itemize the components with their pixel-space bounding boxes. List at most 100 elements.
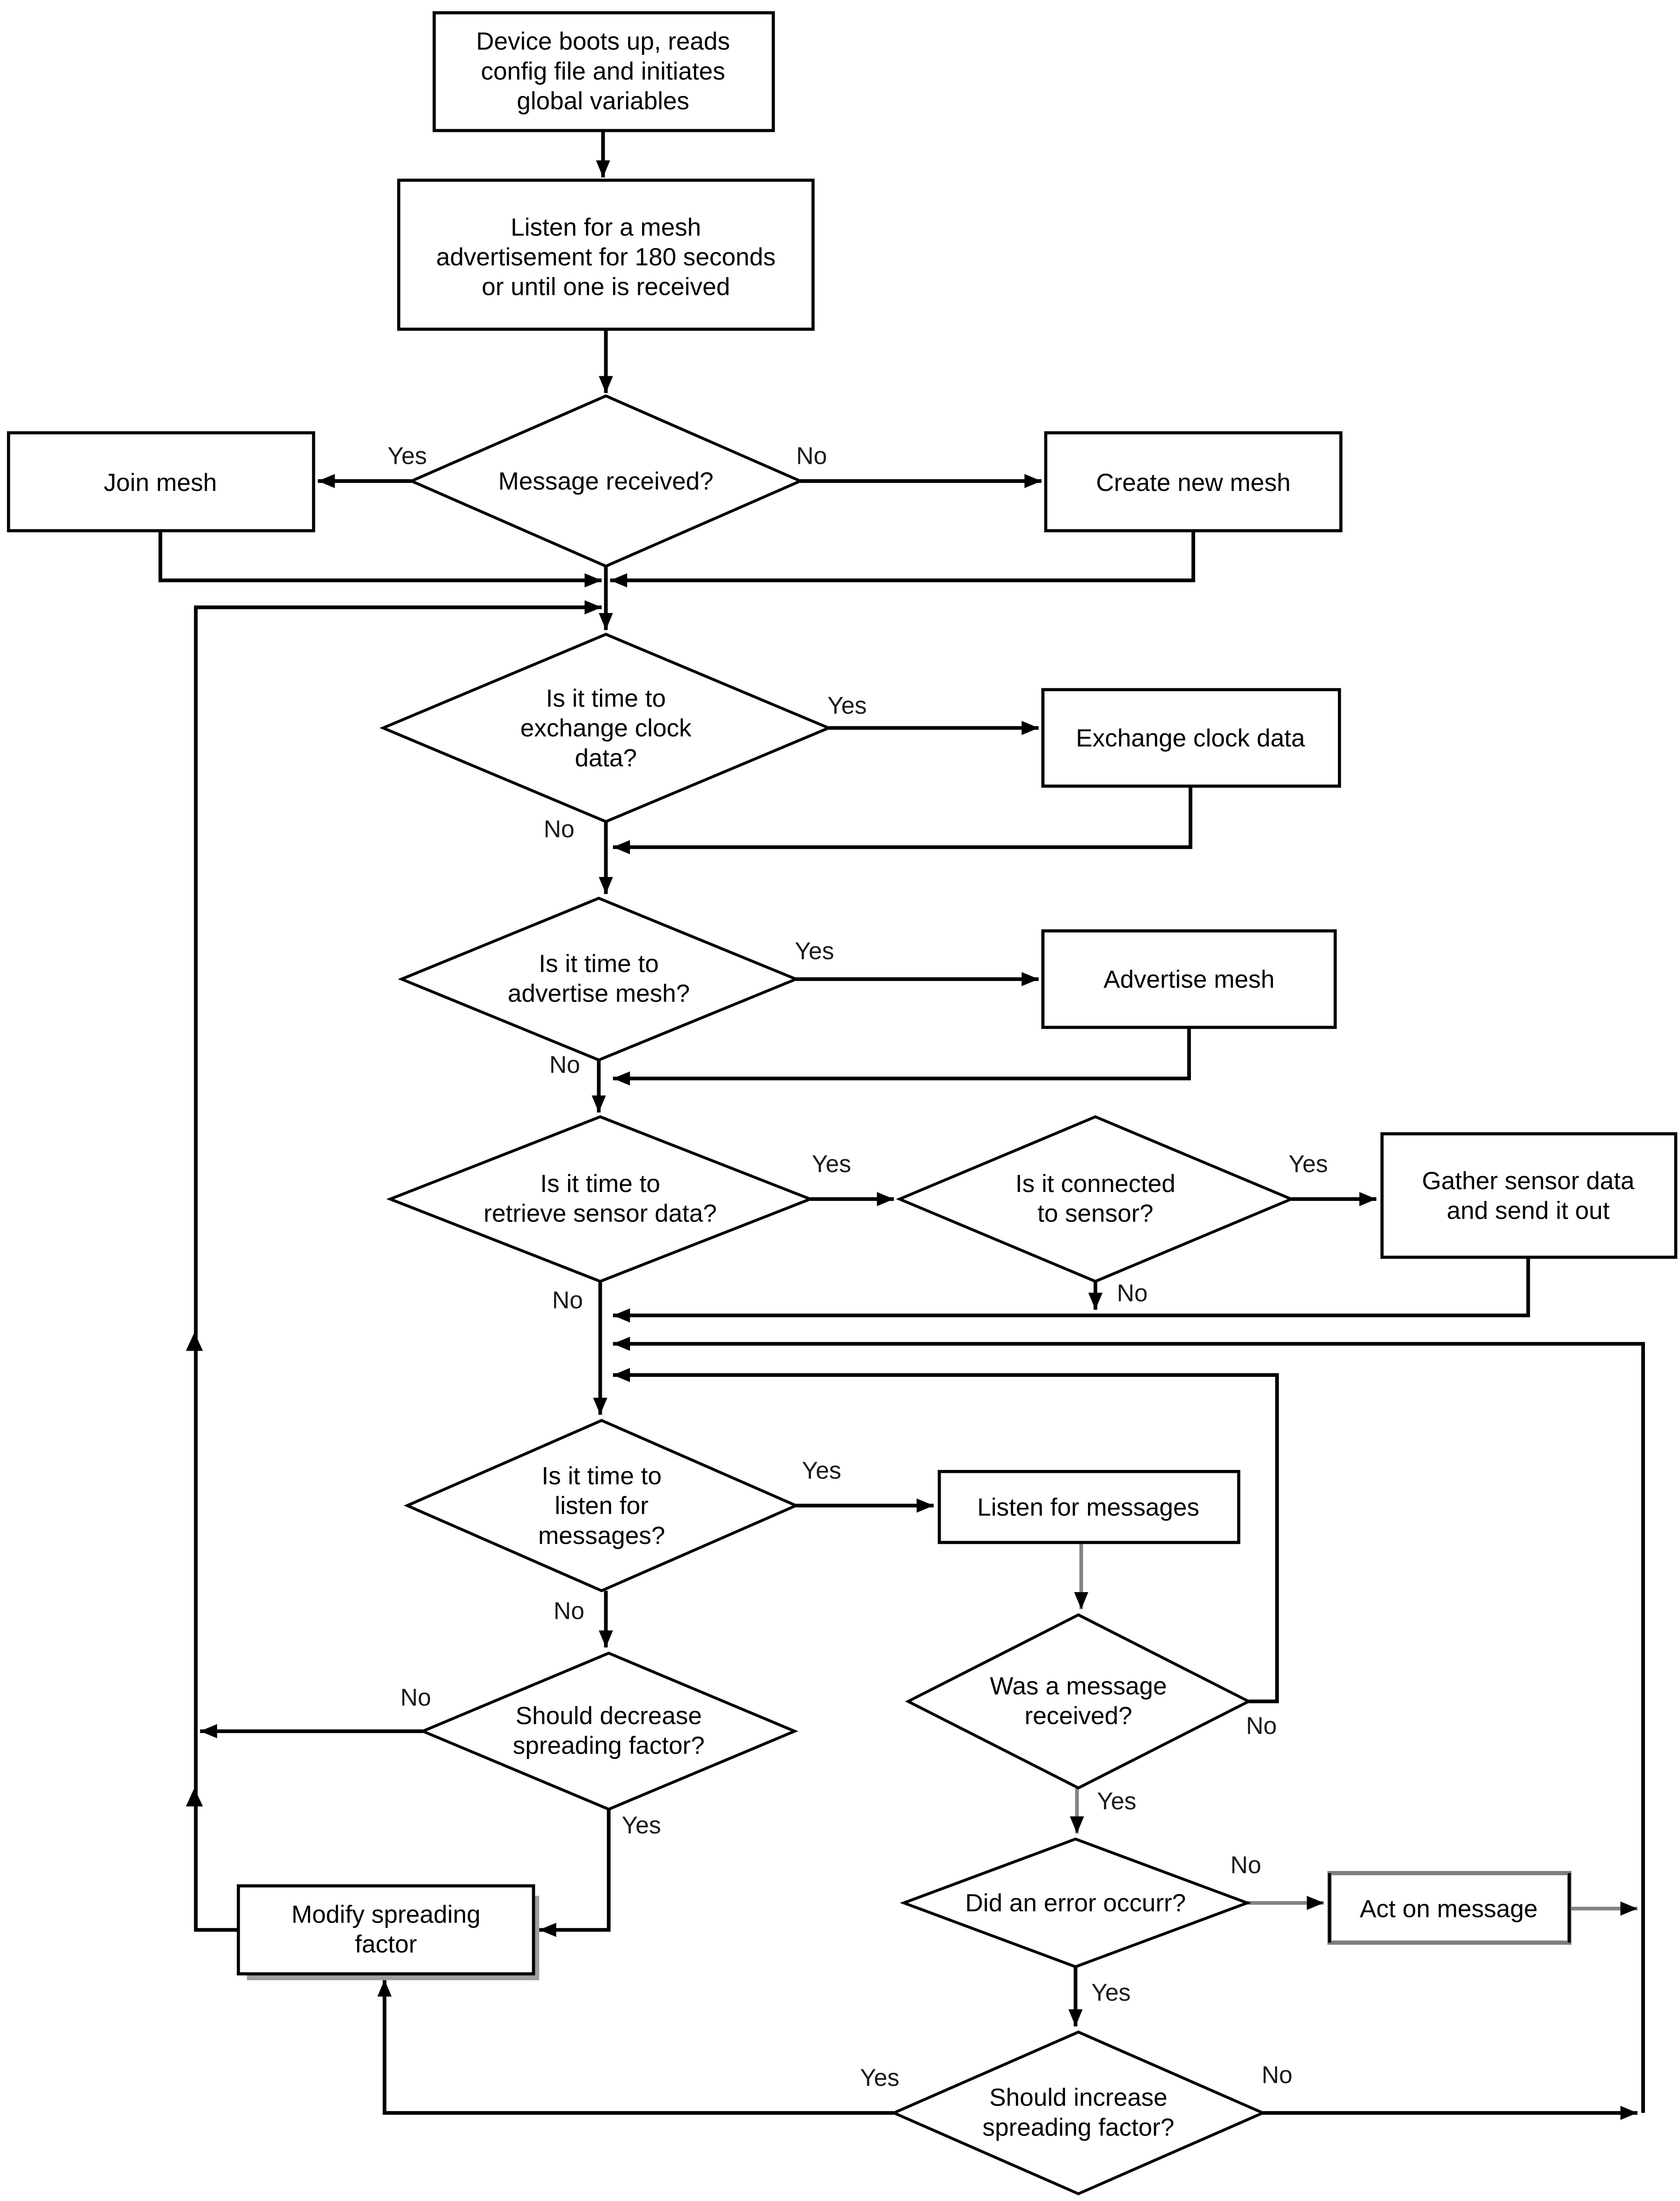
branch-label: Yes	[1289, 1150, 1328, 1177]
branch-label: Yes	[1097, 1787, 1136, 1814]
node-was-message-received-text: received?	[1024, 1702, 1132, 1730]
node-should-increase-sf-text: spreading factor?	[982, 2113, 1174, 2141]
branch-label: Yes	[621, 1811, 661, 1838]
connectors	[158, 130, 1645, 2120]
branch-label: No	[1262, 2061, 1293, 2088]
node-connected-to-sensor-text: to sensor?	[1037, 1200, 1154, 1228]
node-advertise-mesh-text: Advertise mesh	[1103, 965, 1275, 993]
node-create-new-mesh-text: Create new mesh	[1096, 469, 1291, 497]
branch-label: Yes	[812, 1150, 851, 1177]
edge-create-mesh-merge	[610, 531, 1195, 588]
node-listen-advertisement-shape	[397, 178, 815, 331]
node-message-received-shape	[408, 394, 804, 568]
node-was-message-received: Was a message received?	[905, 1613, 1252, 1790]
node-should-decrease-sf-text: spreading factor?	[513, 1732, 705, 1760]
node-act-on-message-text: Act on message	[1360, 1895, 1538, 1923]
branch-label: No	[400, 1684, 431, 1711]
node-should-increase-sf-text: Should increase	[989, 2084, 1167, 2112]
node-boot: Device boots up, reads config file and i…	[432, 11, 775, 132]
node-modify-spreading-factor-shape	[237, 1884, 535, 1975]
node-boot-text: global variables	[517, 87, 689, 115]
node-exchange-clock-data-text: Exchange clock data	[1076, 724, 1305, 752]
node-time-advertise-mesh: Is it time to advertise mesh?	[398, 897, 800, 1062]
node-time-exchange-clock: Is it time to exchange clock data?	[379, 633, 833, 823]
branch-label: Yes	[802, 1456, 841, 1484]
branch-labels: Yes No Yes No Yes No Yes No Yes No Yes N…	[387, 442, 1328, 2091]
node-did-error-occur: Did an error occurr?	[899, 1837, 1251, 1968]
node-time-listen-messages-text: Is it time to	[541, 1462, 661, 1490]
edge-decrease-yes	[539, 1809, 611, 1937]
node-create-new-mesh: Create new mesh	[1044, 431, 1343, 533]
node-time-listen-messages: Is it time to listen for messages?	[403, 1419, 800, 1593]
node-listen-advertisement-text: advertisement for 180 seconds	[436, 243, 775, 271]
edge-was-message-no-return	[613, 1367, 1279, 1704]
branch-label: No	[549, 1051, 580, 1078]
branch-label: No	[796, 442, 827, 469]
node-time-retrieve-sensor-text: retrieve sensor data?	[483, 1200, 716, 1228]
node-time-advertise-mesh-text: advertise mesh?	[508, 980, 690, 1008]
node-act-on-message: Act on message	[1327, 1871, 1572, 1945]
branch-label: No	[554, 1597, 584, 1624]
node-join-mesh-shape	[7, 431, 315, 533]
node-time-exchange-clock-text: exchange clock	[520, 715, 692, 742]
branch-label: No	[1246, 1712, 1277, 1739]
edge-feedback-loop	[194, 600, 602, 1932]
node-time-retrieve-sensor-text: Is it time to	[540, 1170, 660, 1198]
node-time-listen-messages-shape	[403, 1419, 800, 1593]
node-join-mesh: Join mesh	[7, 431, 315, 533]
node-boot-text: Device boots up, reads	[476, 28, 730, 55]
edge-right-return	[613, 1337, 1645, 2113]
node-listen-advertisement-text: Listen for a mesh	[511, 213, 701, 241]
node-time-retrieve-sensor-shape	[386, 1115, 814, 1283]
node-time-exchange-clock-text: Is it time to	[546, 685, 665, 712]
branch-label: No	[1117, 1279, 1148, 1306]
edge-gather-return	[613, 1257, 1530, 1323]
node-modify-shadow	[247, 1974, 540, 1981]
node-time-advertise-mesh-shape	[398, 897, 800, 1062]
node-should-decrease-sf-text: Should decrease	[516, 1702, 702, 1730]
node-gather-sensor-data: Gather sensor data and send it out	[1380, 1132, 1678, 1259]
edge-increase-yes	[377, 1979, 894, 2115]
node-gather-sensor-data-text: Gather sensor data	[1422, 1167, 1635, 1195]
branch-label: No	[544, 815, 575, 842]
feedback-up-arrow-icon	[186, 1332, 203, 1351]
node-boot-shape	[432, 11, 775, 132]
branch-label: No	[1230, 1851, 1261, 1878]
node-connected-to-sensor-shape	[896, 1115, 1295, 1283]
branch-label: Yes	[827, 692, 867, 719]
branch-label: Yes	[795, 937, 834, 965]
node-was-message-received-shape	[905, 1613, 1252, 1790]
node-exchange-clock-data-shape	[1041, 688, 1341, 788]
node-time-advertise-mesh-text: Is it time to	[539, 950, 658, 978]
branch-label: No	[552, 1287, 583, 1314]
node-message-received: Message received?	[408, 394, 804, 568]
feedback-up-arrow-icon	[186, 1788, 203, 1806]
node-time-listen-messages-text: messages?	[538, 1522, 665, 1550]
node-listen-for-messages: Listen for messages	[937, 1470, 1241, 1544]
node-modify-spreading-factor-text: factor	[355, 1930, 417, 1958]
node-was-message-received-text: Was a message	[990, 1672, 1167, 1700]
branch-label: Yes	[387, 442, 427, 469]
node-modify-spreading-factor: Modify spreading factor	[237, 1884, 540, 1981]
node-connected-to-sensor: Is it connected to sensor?	[896, 1115, 1295, 1283]
node-advertise-mesh: Advertise mesh	[1041, 929, 1337, 1029]
node-listen-advertisement: Listen for a mesh advertisement for 180 …	[397, 178, 815, 331]
branch-label: Yes	[1091, 1979, 1131, 2006]
edge-exchange-return	[613, 786, 1192, 855]
node-advertise-mesh-shape	[1041, 929, 1337, 1029]
node-time-listen-messages-text: listen for	[555, 1492, 648, 1520]
node-exchange-clock-data: Exchange clock data	[1041, 688, 1341, 788]
node-should-decrease-sf-shape	[419, 1652, 798, 1811]
node-should-increase-sf-shape	[890, 2030, 1267, 2195]
node-should-increase-sf: Should increase spreading factor?	[890, 2030, 1267, 2195]
node-message-received-text: Message received?	[498, 468, 714, 495]
node-gather-sensor-data-shape	[1380, 1132, 1678, 1259]
node-connected-to-sensor-text: Is it connected	[1015, 1170, 1176, 1198]
node-should-decrease-sf: Should decrease spreading factor?	[419, 1652, 798, 1811]
node-create-new-mesh-shape	[1044, 431, 1343, 533]
node-time-exchange-clock-text: data?	[575, 744, 637, 772]
edge-advertise-return	[613, 1027, 1191, 1086]
branch-label: Yes	[860, 2064, 899, 2091]
node-gather-sensor-data-text: and send it out	[1447, 1197, 1610, 1225]
